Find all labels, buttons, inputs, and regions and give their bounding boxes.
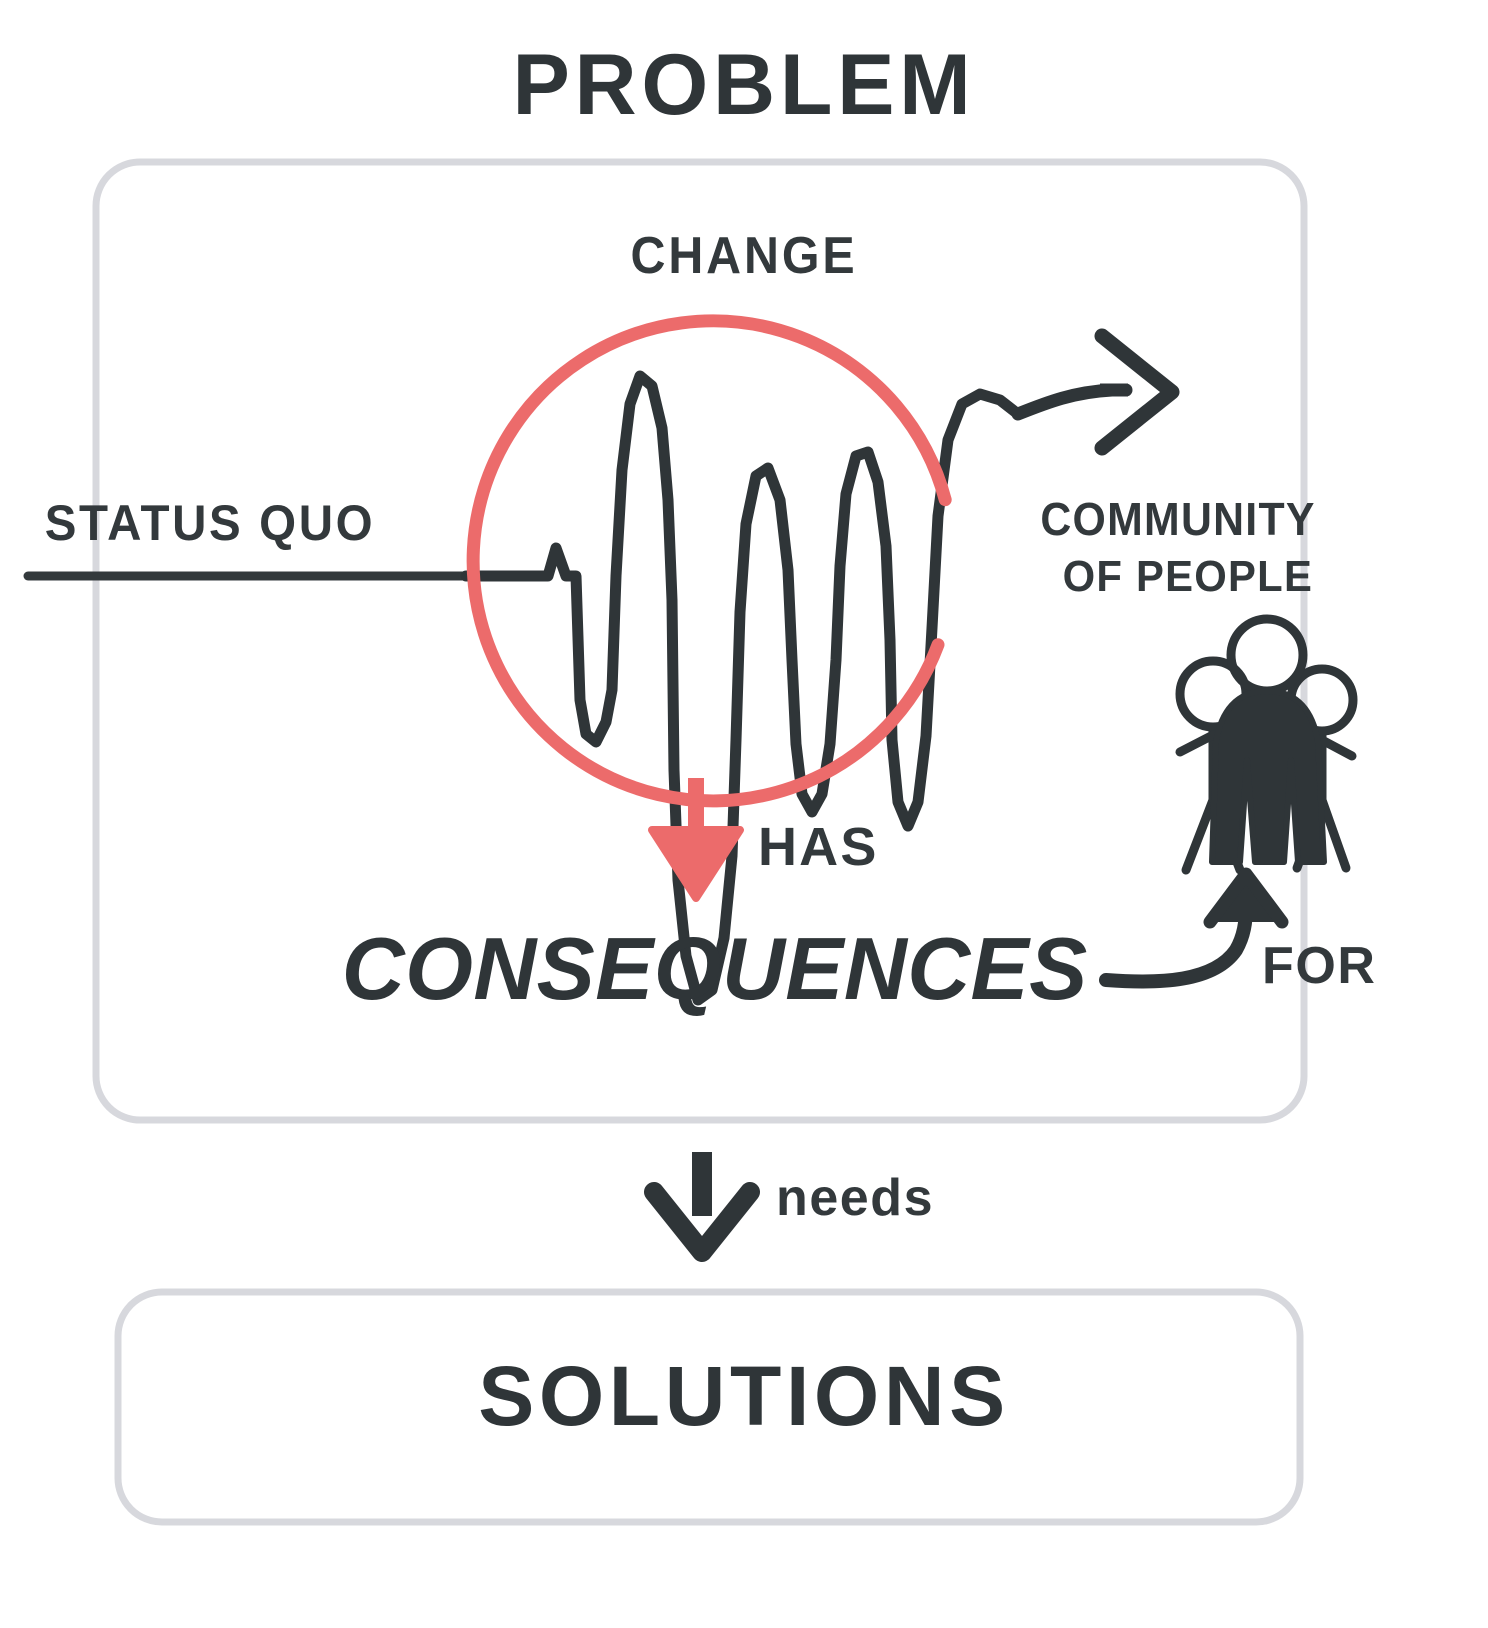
solutions-title: SOLUTIONS xyxy=(478,1349,1010,1443)
arrow-curve-up-icon xyxy=(1099,867,1289,989)
arrow-right-icon xyxy=(1011,328,1180,456)
label-needs: needs xyxy=(776,1169,935,1227)
red-circle-icon xyxy=(466,314,952,808)
label-for: FOR xyxy=(1262,937,1377,995)
arrow-down-icon xyxy=(644,1152,760,1262)
page-title: PROBLEM xyxy=(512,37,976,133)
waveform-squiggle-icon xyxy=(460,370,1024,1006)
label-consequences: CONSEQUENCES xyxy=(341,919,1088,1018)
arrow-down-red-icon xyxy=(648,778,744,902)
label-community: COMMUNITY xyxy=(1040,493,1316,545)
label-of-people: OF PEOPLE xyxy=(1062,552,1314,601)
label-status-quo: STATUS QUO xyxy=(44,495,376,551)
label-change: CHANGE xyxy=(630,227,858,285)
community-people-icon xyxy=(1175,614,1358,875)
label-has: HAS xyxy=(758,817,879,877)
solutions-frame xyxy=(114,1288,1304,1526)
